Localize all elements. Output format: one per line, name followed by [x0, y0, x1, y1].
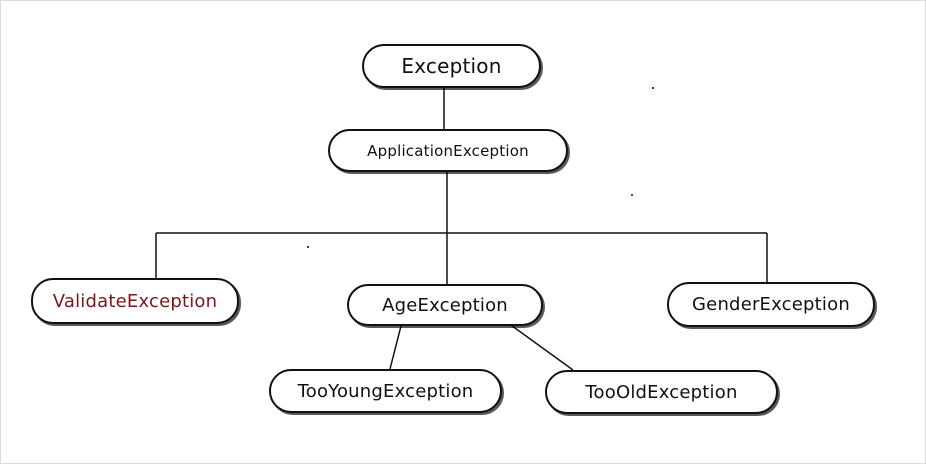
application-exception-node: ApplicationException: [328, 129, 568, 172]
exception-label: Exception: [401, 54, 502, 78]
age-exception-node: AgeException: [347, 284, 543, 326]
exception-node: Exception: [362, 44, 541, 88]
stray-dot-1: [652, 87, 654, 89]
gender-exception-label: GenderException: [692, 294, 850, 315]
application-exception-label: ApplicationException: [367, 141, 529, 160]
validate-exception-label: ValidateException: [52, 290, 218, 312]
validate-exception-node: ValidateException: [31, 278, 239, 324]
too-young-exception-label: TooYoungException: [297, 380, 474, 402]
gender-exception-node: GenderException: [667, 282, 875, 327]
age-exception-label: AgeException: [382, 294, 508, 316]
too-old-exception-label: TooOldException: [585, 381, 738, 403]
line-age-tooold: [507, 322, 574, 371]
too-old-exception-node: TooOldException: [545, 370, 778, 414]
stray-dot-2: [631, 194, 633, 196]
stray-dot-3: [307, 246, 309, 248]
too-young-exception-node: TooYoungException: [269, 369, 502, 413]
line-age-tooyoung: [389, 325, 402, 370]
